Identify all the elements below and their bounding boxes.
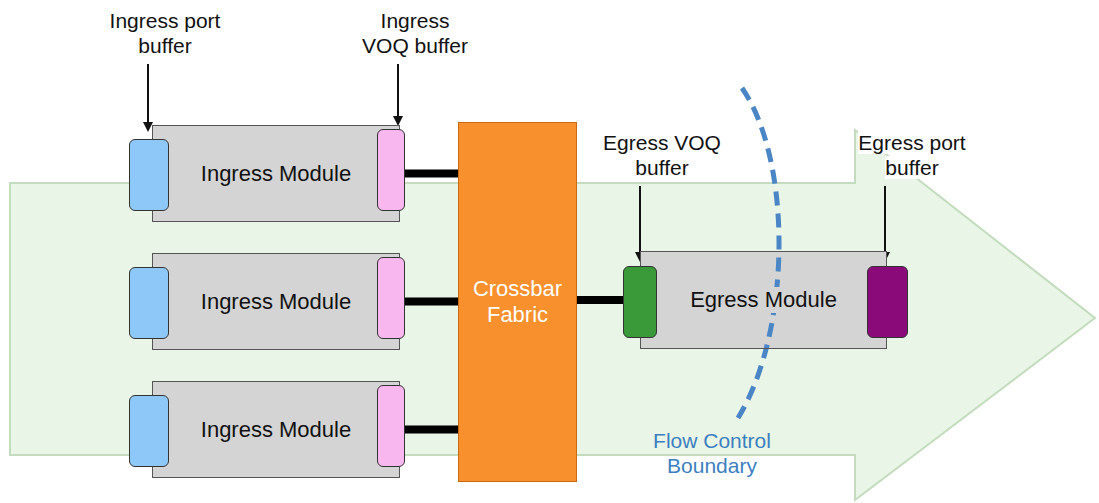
callout-label-box: Ingress VOQ buffer bbox=[355, 8, 475, 58]
text-stack: Ingress Module bbox=[201, 161, 351, 187]
ingress-module: Ingress Module bbox=[152, 381, 400, 478]
module-label: Ingress Module bbox=[201, 417, 351, 443]
buffer-block bbox=[129, 139, 169, 211]
leader-arrow bbox=[639, 186, 641, 260]
callout-label-box: Flow Control Boundary bbox=[637, 428, 787, 478]
text-stack: Ingress Module bbox=[201, 417, 351, 443]
callout-label-box: Ingress port buffer bbox=[105, 8, 225, 58]
callout-label: Egress port buffer bbox=[858, 131, 965, 179]
crossbar-fabric: Crossbar Fabric bbox=[458, 122, 577, 482]
text-stack: Crossbar Fabric bbox=[468, 276, 567, 328]
ingress-module: Ingress Module bbox=[152, 253, 400, 350]
leader-arrow bbox=[147, 64, 149, 130]
callout-label: Ingress port buffer bbox=[110, 9, 221, 57]
module-label: Crossbar Fabric bbox=[468, 276, 567, 328]
callout-label-box: Egress port buffer bbox=[852, 130, 972, 180]
buffer-block bbox=[129, 267, 169, 339]
egress-module: Egress Module bbox=[640, 251, 887, 349]
buffer-block bbox=[377, 257, 405, 339]
buffer-block bbox=[867, 266, 908, 338]
module-label: Ingress Module bbox=[201, 161, 351, 187]
callout-label: Ingress VOQ buffer bbox=[362, 9, 468, 57]
module-label: Egress Module bbox=[685, 287, 842, 313]
buffer-block bbox=[377, 129, 405, 211]
buffer-block bbox=[377, 385, 405, 467]
leader-arrow bbox=[397, 64, 399, 124]
fabric-link bbox=[400, 170, 458, 178]
buffer-block bbox=[623, 266, 657, 338]
fabric-link bbox=[400, 298, 458, 306]
ingress-module: Ingress Module bbox=[152, 125, 400, 222]
text-stack: Ingress Module bbox=[201, 289, 351, 315]
text-stack: Egress Module bbox=[685, 287, 842, 313]
leader-arrow bbox=[884, 186, 886, 260]
callout-label: Flow Control Boundary bbox=[653, 429, 771, 477]
callout-label-box: Egress VOQ buffer bbox=[602, 130, 722, 180]
fabric-link bbox=[400, 426, 458, 434]
callout-label: Egress VOQ buffer bbox=[603, 131, 721, 179]
module-label: Ingress Module bbox=[201, 289, 351, 315]
buffer-block bbox=[129, 395, 169, 467]
